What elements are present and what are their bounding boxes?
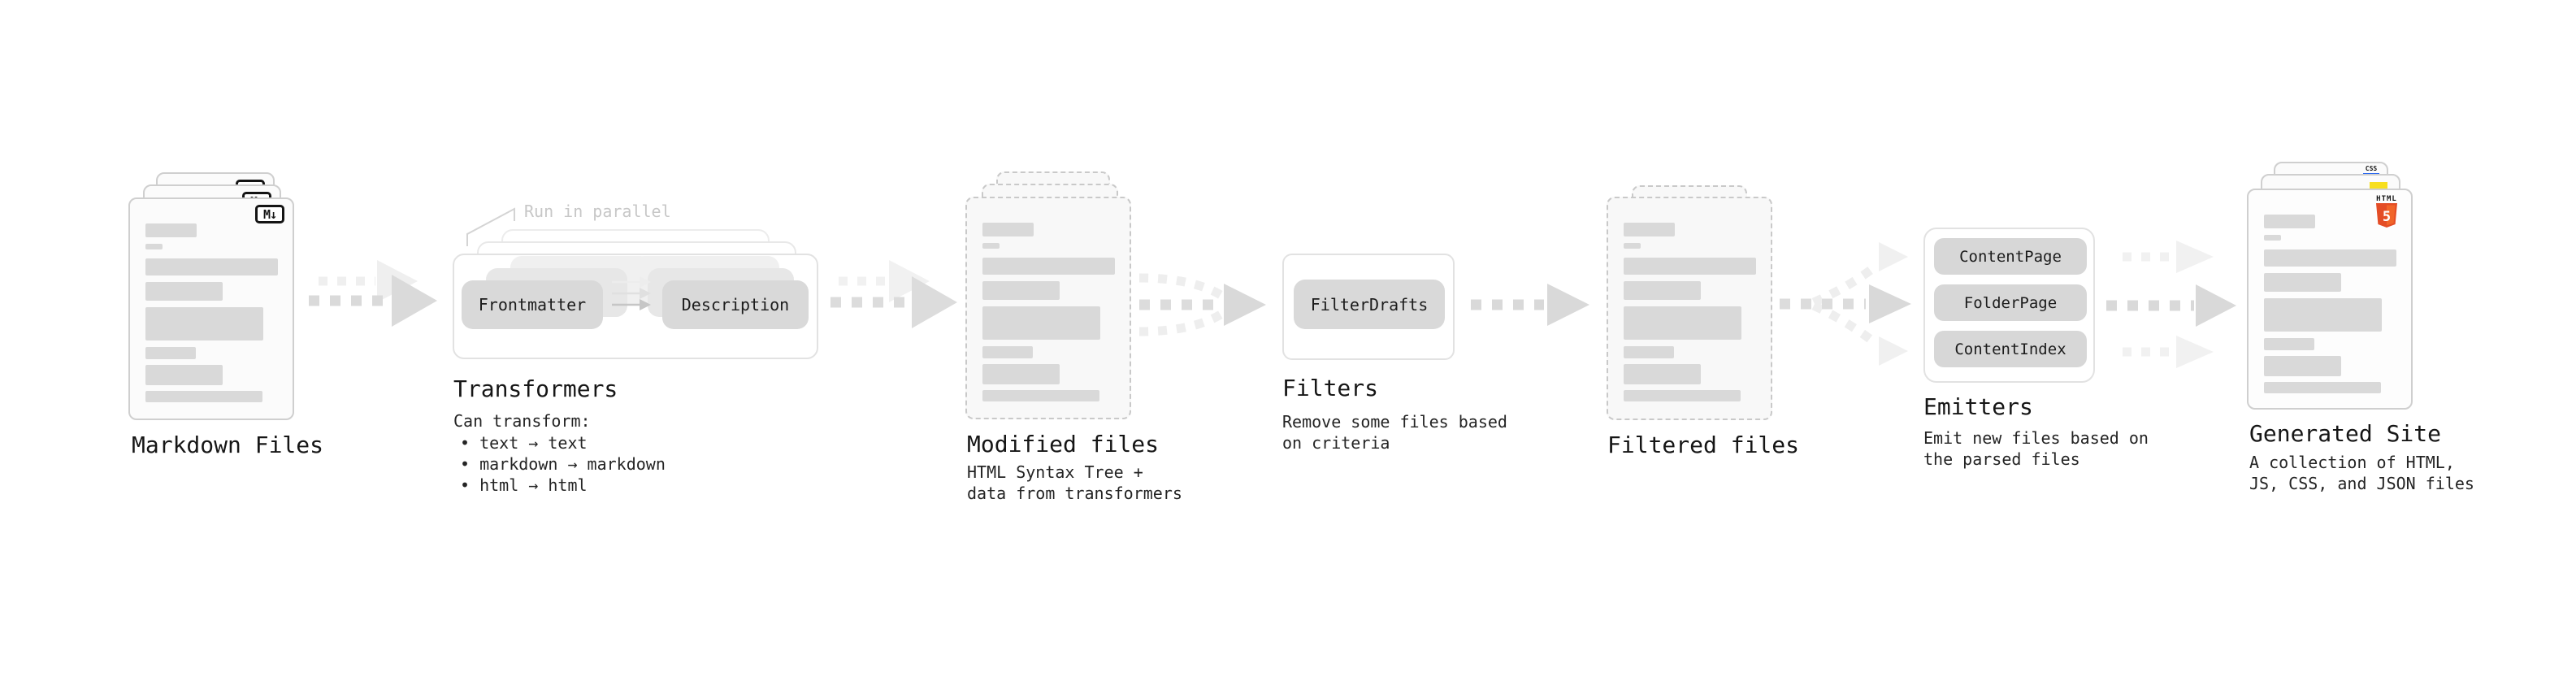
arrow-filtered-to-emitters [1780, 242, 1911, 366]
arrow-modified-to-filters [1138, 273, 1266, 336]
arrow-transformers-to-modified [830, 260, 957, 328]
note-connector-line [466, 207, 515, 246]
arrow-filters-to-filtered [1471, 284, 1589, 326]
arrow-markdown-to-transformers [309, 260, 437, 327]
arrow-emitters-to-generated [2106, 241, 2236, 368]
